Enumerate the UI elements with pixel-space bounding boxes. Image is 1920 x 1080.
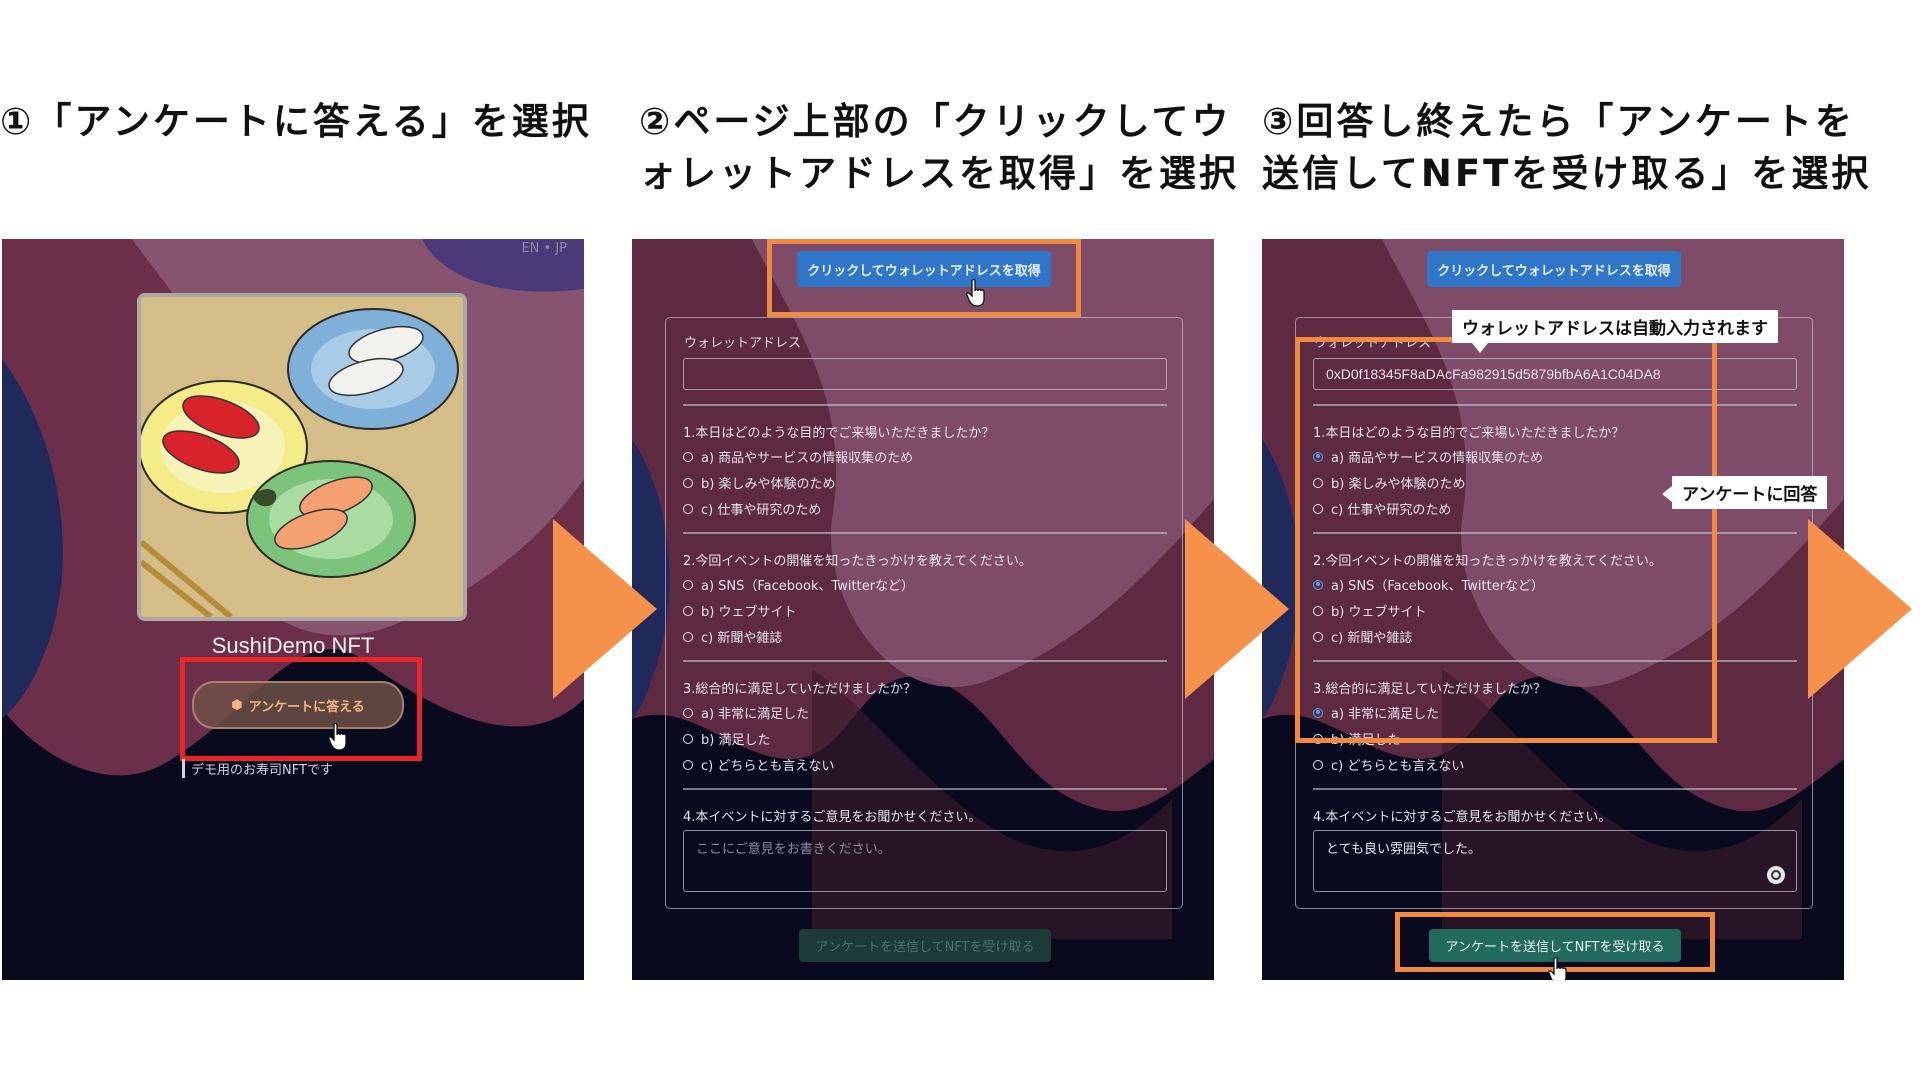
radio-selected-icon[interactable] [1313,579,1323,590]
question-2: 2.今回イベントの開催を知ったきっかけを教えてください。 [683,554,1032,569]
comment-text: とても良い雰囲気でした。 [1326,842,1481,857]
radio-selected-icon[interactable] [1313,707,1323,718]
callout-answer: アンケートに回答 [1672,476,1828,509]
question-4: 4.本イベントに対するご意見をお聞かせください。 [683,810,982,825]
q2-option-b[interactable]: b) ウェブサイト [1313,601,1426,620]
background-art [632,239,1214,980]
radio-icon[interactable] [683,451,693,462]
radio-icon[interactable] [1313,503,1323,514]
sushi-illustration [141,297,463,617]
language-switch[interactable]: EN • JP [521,241,567,256]
nft-description: デモ用のお寿司NFTです [182,759,333,778]
q3-option-a[interactable]: a) 非常に満足した [683,703,809,722]
q1-option-a[interactable]: a) 商品やサービスの情報収集のため [683,447,913,466]
divider [1313,404,1797,406]
callout-tail [1472,343,1488,353]
q3-option-b[interactable]: b) 満足した [683,729,770,748]
submit-survey-button-disabled[interactable]: アンケートを送信してNFTを受け取る [799,929,1051,962]
radio-icon[interactable] [1313,759,1323,770]
hand-cursor-icon [966,279,985,307]
background-art [1262,239,1844,980]
comment-textarea[interactable]: ここにご意見をお書きください。 [683,830,1167,892]
comment-textarea[interactable]: とても良い雰囲気でした。 [1313,830,1797,892]
radio-selected-icon[interactable] [1313,451,1323,462]
flow-arrow [1808,519,1912,699]
highlight-box-orange [1295,337,1717,743]
flow-arrow [1185,519,1289,699]
answer-survey-button[interactable]: ⬢ アンケートに答える [192,681,404,729]
get-wallet-address-button[interactable]: クリックしてウォレットアドレスを取得 [1427,251,1681,287]
radio-icon[interactable] [683,477,693,488]
nft-name: SushiDemo NFT [211,633,375,658]
grammar-assist-icon[interactable] [1766,865,1786,885]
radio-icon[interactable] [1313,605,1323,616]
divider [683,788,1167,790]
q1-option-b[interactable]: b) 楽しみや体験のため [1313,473,1465,492]
q1-option-b[interactable]: b) 楽しみや体験のため [683,473,835,492]
radio-icon[interactable] [683,579,693,590]
question-1: 1.本日はどのような目的でご来場いただきましたか？ [683,426,995,441]
radio-icon[interactable] [683,759,693,770]
comment-placeholder: ここにご意見をお書きください。 [696,842,891,857]
question-1: 1.本日はどのような目的でご来場いただきましたか？ [1313,426,1625,441]
callout-wallet-auto: ウォレットアドレスは自動入力されます [1452,310,1778,343]
q2-option-a[interactable]: a) SNS（Facebook、Twitterなど） [683,575,914,594]
radio-icon[interactable] [1313,477,1323,488]
hand-cursor-icon [1548,957,1567,980]
q2-option-c[interactable]: c) 新聞や雑誌 [683,627,782,646]
wallet-address-input[interactable]: 0xD0f18345F8aDAcFa982915d5879bfbA6A1C04D… [1313,358,1797,390]
survey-form: ウォレットアドレス 1.本日はどのような目的でご来場いただきましたか？ a) 商… [665,317,1183,909]
divider [683,532,1167,534]
radio-icon[interactable] [683,733,693,744]
radio-icon[interactable] [683,707,693,718]
cube-icon: ⬢ [231,697,243,713]
callout-tail [1662,486,1672,502]
radio-icon[interactable] [1313,631,1323,642]
q1-option-c[interactable]: c) 仕事や研究のため [1313,499,1451,518]
step3-title: ③回答し終えたら「アンケートを 送信してNFTを受け取る」を選択 [1262,100,1872,195]
q2-option-b[interactable]: b) ウェブサイト [683,601,796,620]
step2-title: ②ページ上部の「クリックしてウ ォレットアドレスを取得」を選択 [639,100,1239,195]
divider [683,404,1167,406]
divider [683,660,1167,662]
divider [1313,660,1797,662]
question-4: 4.本イベントに対するご意見をお聞かせください。 [1313,810,1612,825]
q3-option-a[interactable]: a) 非常に満足した [1313,703,1439,722]
q3-option-c[interactable]: c) どちらとも言えない [683,755,834,774]
submit-survey-button[interactable]: アンケートを送信してNFTを受け取る [1429,929,1681,962]
wallet-label: ウォレットアドレス [684,336,802,351]
highlight-box-orange [767,239,1081,317]
get-wallet-address-button[interactable]: クリックしてウォレットアドレスを取得 [797,251,1051,287]
screenshot-step3: クリックしてウォレットアドレスを取得 ウォレットアドレス 0xD0f18345F… [1262,239,1844,980]
screenshot-step1: EN • JP SushiDemo NFT ⬢ アンケートに答える デモ用のお寿 [2,239,584,980]
radio-icon[interactable] [683,631,693,642]
radio-icon[interactable] [683,605,693,616]
q3-option-c[interactable]: c) どちらとも言えない [1313,755,1464,774]
q2-option-c[interactable]: c) 新聞や雑誌 [1313,627,1412,646]
q1-option-a[interactable]: a) 商品やサービスの情報収集のため [1313,447,1543,466]
highlight-box-red [180,657,422,761]
question-2: 2.今回イベントの開催を知ったきっかけを教えてください。 [1313,554,1662,569]
nft-image [137,293,467,621]
hand-cursor-icon [328,723,347,751]
screenshot-step2: クリックしてウォレットアドレスを取得 ウォレットアドレス 1.本日はどのような目… [632,239,1214,980]
q1-option-c[interactable]: c) 仕事や研究のため [683,499,821,518]
divider [1313,788,1797,790]
question-3: 3.総合的に満足していただけましたか？ [1313,682,1547,697]
q2-option-a[interactable]: a) SNS（Facebook、Twitterなど） [1313,575,1544,594]
flow-arrow [553,519,657,699]
question-3: 3.総合的に満足していただけましたか？ [683,682,917,697]
wallet-address-input[interactable] [683,358,1167,390]
step1-title: ①「アンケートに答える」を選択 [0,100,592,143]
radio-icon[interactable] [683,503,693,514]
divider [1313,532,1797,534]
